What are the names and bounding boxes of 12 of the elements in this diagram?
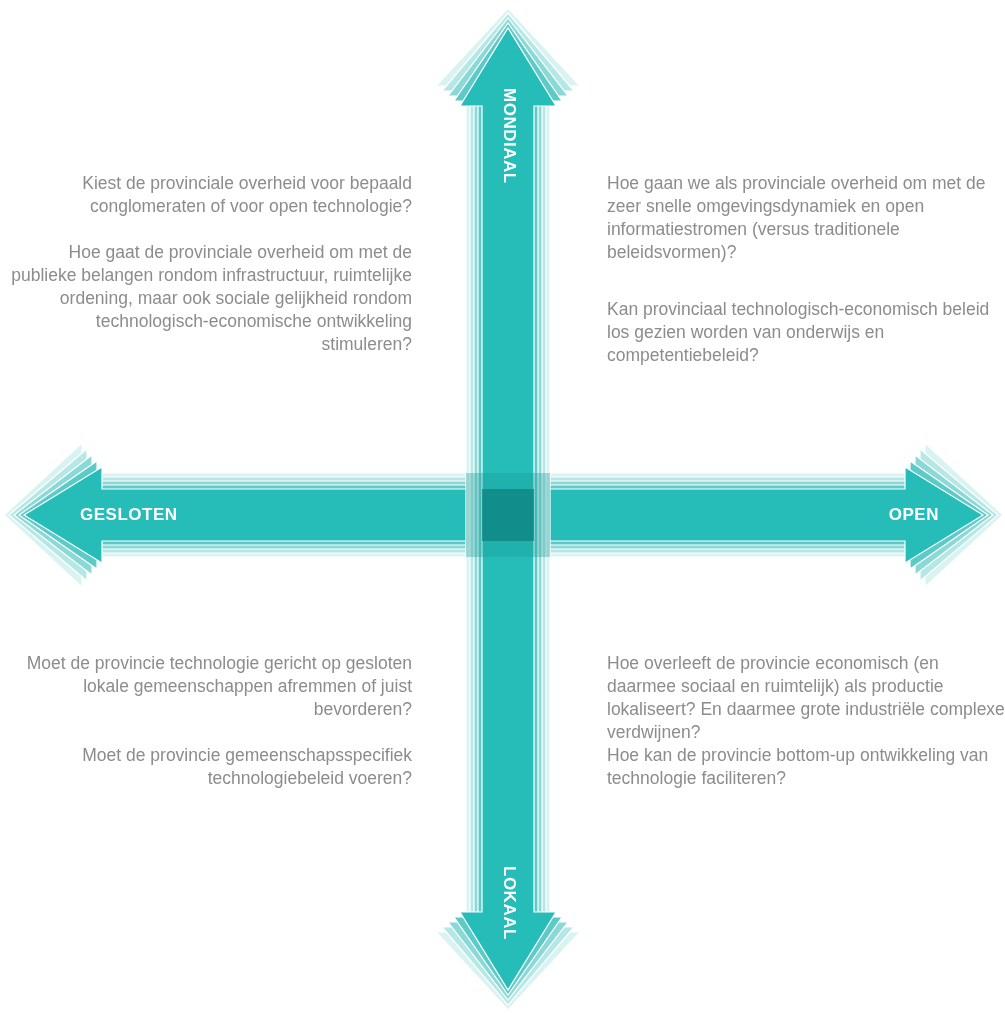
question-text: Moet de provincie technologie gericht op gesloten lokale gemeenschappen afremmen of juist bevorderen?: [25, 652, 412, 721]
axis-label: GESLOTEN: [80, 505, 178, 525]
question-text: Hoe overleeft de provincie economisch (en daarmee sociaal en ruimtelijk) als productie lokaliseert? En daarmee grote industriële complexe verdwijnen?: [607, 652, 1005, 744]
question-text: Moet de provincie gemeenschapsspecifiek technologiebeleid voeren?: [81, 744, 412, 790]
axis-label: OPEN: [888, 505, 939, 525]
question-text: Kan provinciaal technologisch-economisch beleid los gezien worden van onderwijs en competentiebeleid?: [607, 298, 991, 367]
question-text: Hoe kan de provincie bottom-up ontwikkeling van technologie faciliteren?: [607, 744, 990, 790]
axis-label: MONDIAAL: [499, 88, 519, 184]
question-text: Hoe gaan we als provinciale overheid om met de zeer snelle omgevingsdynamiek en open informatiestromen (versus traditionele beleidsvormen)?: [607, 172, 987, 264]
question-text: Kiest de provinciale overheid voor bepaald conglomeraten of voor open technologie?: [81, 172, 412, 218]
question-text: Hoe gaat de provinciale overheid om met de publieke belangen rondom infrastructuur, ruimtelijke ordening, maar ook sociale gelijkheid rondom technologisch-economische ontwikkeling stimuleren?: [10, 241, 412, 356]
axis-label: LOKAAL: [499, 866, 519, 940]
